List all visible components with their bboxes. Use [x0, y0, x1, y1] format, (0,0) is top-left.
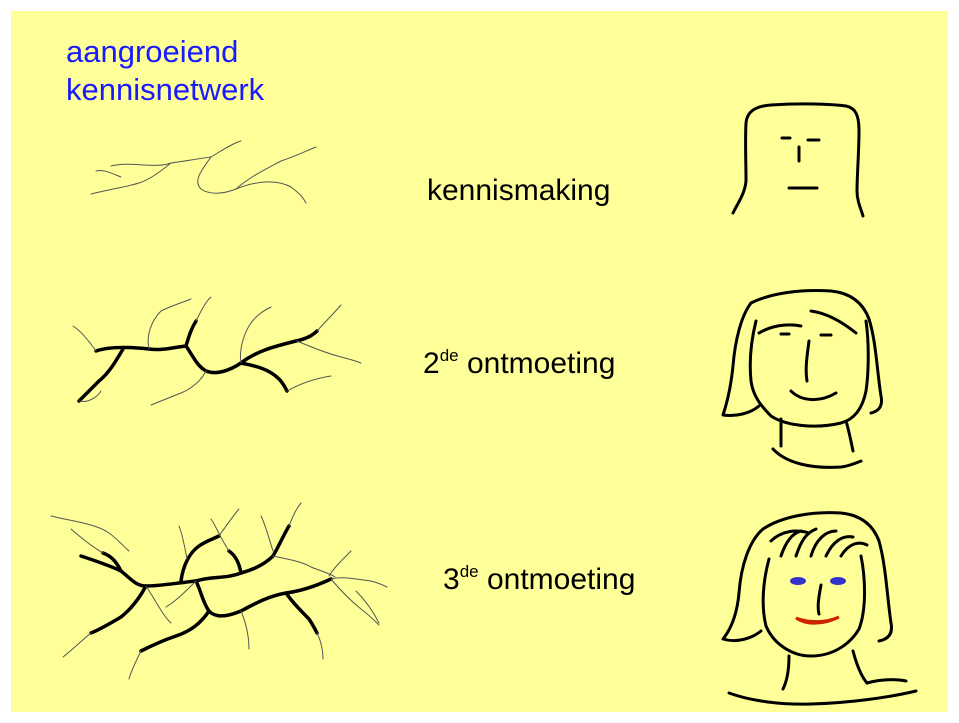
face-sketch-icon-1: [733, 104, 863, 216]
slide: aangroeiend kennisnetwerk kennismaking 2…: [11, 11, 948, 712]
face-sketch-icon-2: [723, 291, 882, 468]
sketch-drawings: [11, 11, 948, 712]
right-eye: [830, 577, 846, 585]
network-sketch-icon-2: [73, 297, 361, 405]
lips: [796, 617, 839, 623]
network-sketch-icon-3: [51, 503, 387, 679]
face-sketch-icon-3: [723, 513, 916, 705]
left-eye: [790, 577, 806, 585]
network-sketch-icon-1: [91, 141, 316, 203]
